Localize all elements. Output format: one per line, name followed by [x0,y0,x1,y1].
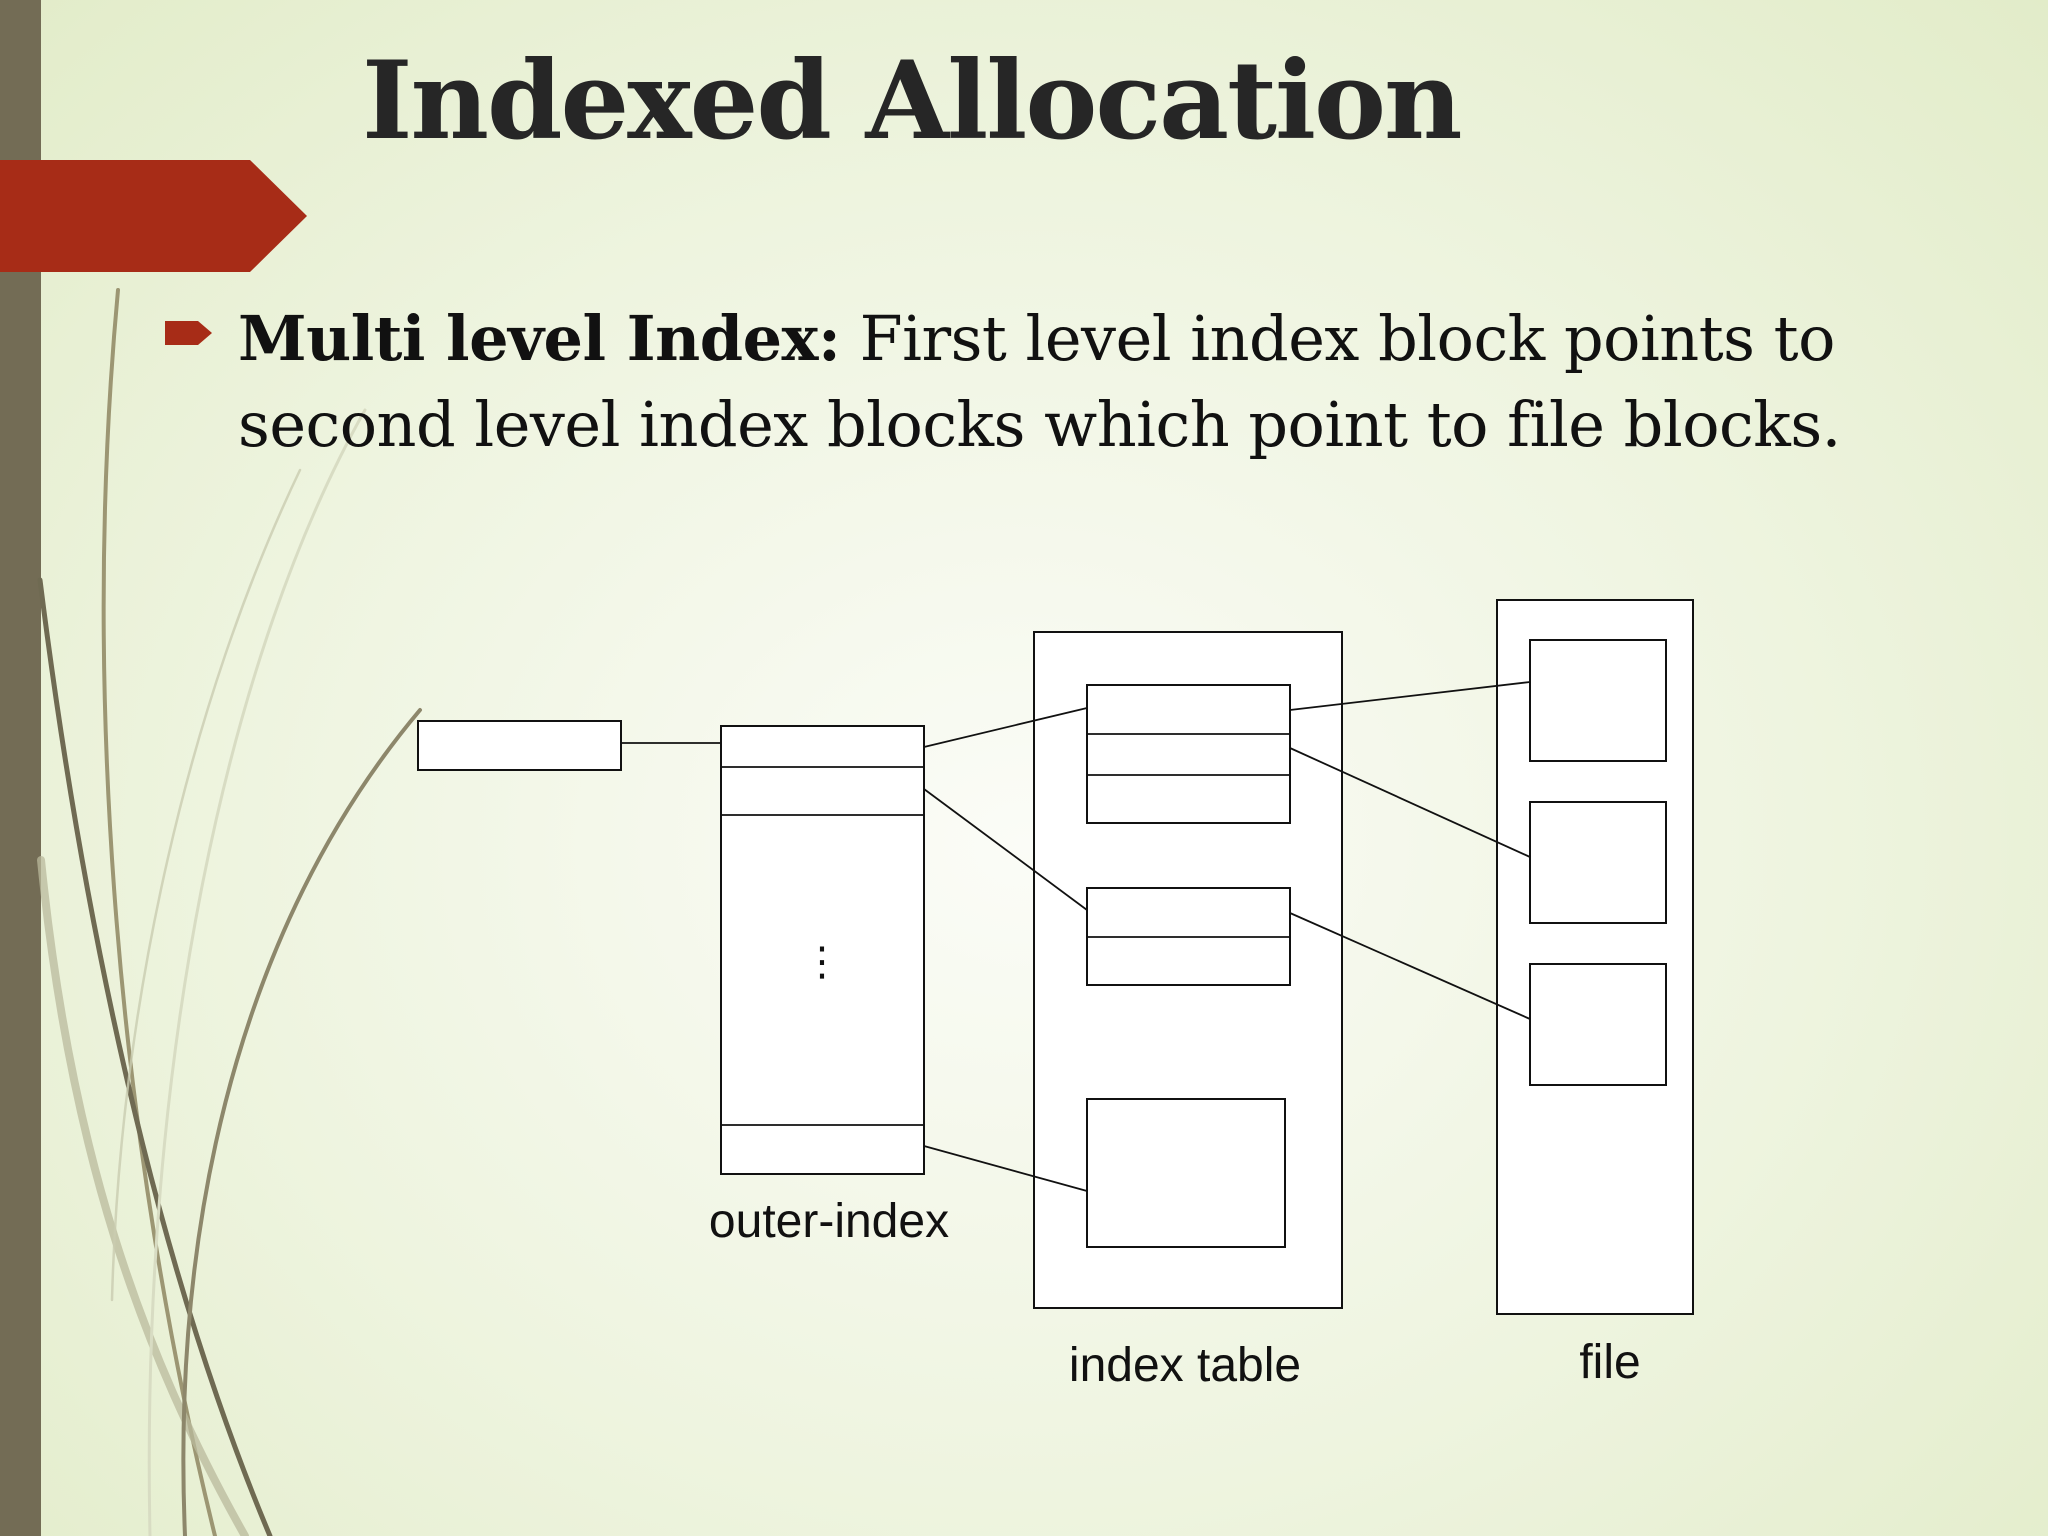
file-block [1529,801,1667,924]
index-table-label: index table [1069,1339,1301,1392]
arrow-bullet-icon [165,321,212,345]
index-pointer-block [417,720,622,771]
outer-index-block [720,725,925,1175]
bullet-text: Multi level Index: First level index blo… [238,296,1898,468]
file-label: file [1579,1336,1640,1389]
second-level-index-block [1086,1098,1286,1248]
bullet-lead: Multi level Index: [238,302,841,375]
accent-arrow-shape [0,160,307,272]
outer-index-label: outer-index [709,1195,949,1248]
second-level-index-block [1086,887,1291,986]
slide-title: Indexed Allocation [362,38,1463,164]
file-block [1529,963,1667,1086]
pointer-links [621,681,1531,1192]
file-block [1529,639,1667,762]
ellipsis-dots: ⋮ [802,939,842,985]
second-level-index-block [1086,684,1291,824]
bullet-body: First level index block points to second… [238,302,1841,461]
